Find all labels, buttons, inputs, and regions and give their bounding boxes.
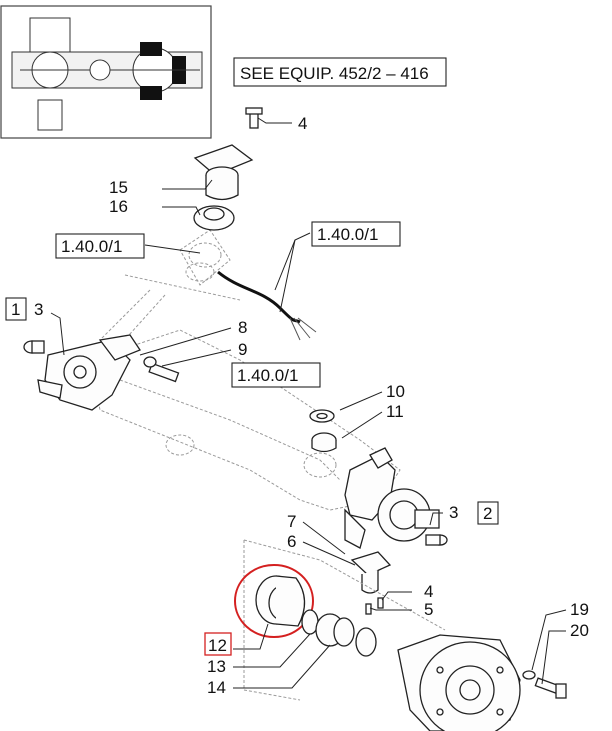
callout-10: 10 (386, 382, 405, 401)
callout-20: 20 (570, 621, 589, 640)
right-stub-bush[interactable] (425, 534, 448, 546)
callout-19: 19 (570, 600, 589, 619)
lower-pivot-pin[interactable] (350, 551, 392, 594)
svg-text:1.40.0/1: 1.40.0/1 (317, 225, 378, 244)
callout-12-highlighted[interactable]: 12 (204, 632, 232, 656)
callout-3-left: 3 (34, 300, 43, 319)
svg-text:1.40.0/1: 1.40.0/1 (61, 237, 122, 256)
svg-text:1: 1 (11, 300, 20, 319)
washer-10[interactable] (309, 409, 335, 423)
pivot-bearing[interactable] (193, 205, 235, 231)
bearing-14[interactable] (315, 613, 377, 657)
bush-11[interactable] (311, 432, 337, 453)
callout-4-top: 4 (298, 114, 307, 133)
callout-9: 9 (238, 340, 247, 359)
small-screw-4[interactable] (377, 597, 384, 609)
small-screw-5[interactable] (365, 603, 372, 615)
left-steering-knuckle[interactable] (37, 334, 141, 411)
callout-8: 8 (238, 318, 247, 337)
highlight-circle (234, 564, 314, 638)
seal-ring-12[interactable] (255, 575, 306, 627)
callout-6: 6 (287, 532, 296, 551)
svg-text:12: 12 (208, 636, 227, 655)
wheel-hub[interactable] (397, 634, 521, 731)
pivot-pin-flange[interactable] (193, 144, 254, 201)
bolt-9[interactable] (143, 356, 180, 383)
hub-bolt[interactable] (522, 670, 567, 699)
callout-11: 11 (386, 402, 404, 421)
pivot-bolt-top[interactable] (245, 107, 263, 129)
callout-3-right: 3 (449, 503, 458, 522)
callouts: 4 15 16 3 8 9 10 11 7 6 4 5 3 19 20 13 1… (34, 114, 589, 697)
box-2[interactable]: 2 (477, 501, 499, 525)
right-steering-knuckle[interactable] (344, 447, 440, 549)
box-1[interactable]: 1 (5, 297, 27, 321)
callout-16: 16 (109, 197, 128, 216)
leader-lines (50, 117, 567, 689)
callout-7: 7 (287, 512, 296, 531)
callout-13: 13 (207, 657, 226, 676)
ref-box-mid[interactable]: 1.40.0/1 (231, 362, 321, 388)
see-equip-reference[interactable]: SEE EQUIP. 452/2 – 416 (233, 57, 447, 87)
svg-text:2: 2 (483, 504, 492, 523)
callout-14: 14 (207, 678, 226, 697)
callout-4-bottom: 4 (424, 582, 433, 601)
see-equip-text: SEE EQUIP. 452/2 – 416 (240, 64, 429, 83)
left-stub-bush[interactable] (23, 340, 45, 354)
callout-5: 5 (424, 600, 433, 619)
sensor-cable[interactable] (217, 270, 317, 341)
ref-box-left[interactable]: 1.40.0/1 (55, 233, 145, 259)
dashed-enclosure (243, 540, 301, 701)
pivot-seal-ghost (185, 242, 222, 282)
callout-15: 15 (109, 178, 128, 197)
ref-box-right-top[interactable]: 1.40.0/1 (311, 221, 401, 247)
svg-text:1.40.0/1: 1.40.0/1 (237, 366, 298, 385)
overview-thumbnail[interactable] (0, 5, 212, 139)
